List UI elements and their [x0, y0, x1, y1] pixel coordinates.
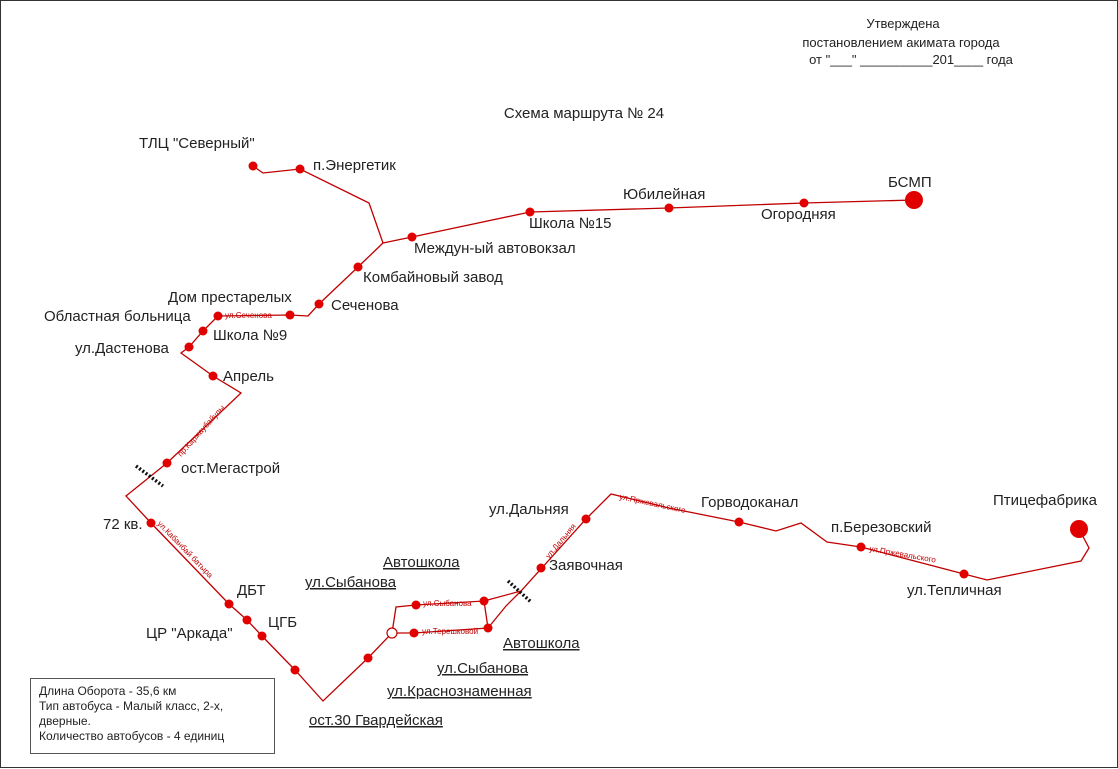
street-label-tereshkovoy: ул.Терешковой [422, 627, 478, 636]
stop-label-tlc: ТЛЦ "Северный" [139, 135, 255, 152]
street-label-przhevalskogo-2: ул.Пржевальского [869, 544, 937, 565]
stop-marker [213, 311, 223, 321]
stop-marker [224, 599, 234, 609]
stop-marker [409, 628, 419, 638]
stop-label-avtovokzal: Междун-ый автовокзал [414, 240, 576, 257]
stop-label-sybanova-1: ул.Сыбанова [305, 574, 397, 591]
stop-marker [184, 342, 194, 352]
stop-markers [146, 161, 1088, 675]
stop-label-oblastnaya: Областная больница [44, 308, 191, 325]
stop-label-arkada: ЦР "Аркада" [146, 625, 233, 642]
stop-label-megastroy: ост.Мегастрой [181, 460, 280, 477]
stop-label-ptitsefabrika: Птицефабрика [993, 492, 1098, 509]
stop-marker [363, 653, 373, 663]
stop-marker [525, 207, 535, 217]
stop-label-sechenova: Сеченова [331, 297, 399, 314]
stop-label-bsmp: БСМП [888, 174, 932, 191]
route-to-dalnyaya [487, 493, 1090, 629]
stop-label-energetik: п.Энергетик [313, 157, 396, 174]
stop-label-teplichnaya: ул.Тепличная [907, 582, 1002, 599]
stop-marker [407, 232, 417, 242]
stop-marker [208, 371, 218, 381]
street-label-dalnyaya: ул.Дальняя [544, 522, 578, 560]
stop-label-shkola9: Школа №9 [213, 327, 287, 344]
bus-type-line-1: Тип автобуса - Малый класс, 2-х, [39, 699, 224, 713]
bus-type-line-2: дверные. [39, 714, 91, 728]
stop-marker [242, 615, 252, 625]
approval-line-1: Утверждена [866, 16, 940, 31]
route-info-box: Длина Оборота - 35,6 км Тип автобуса - М… [30, 678, 275, 754]
stop-label-shkola15: Школа №15 [529, 215, 612, 232]
stop-label-gvardeyskaya: ост.30 Гвардейская [309, 712, 443, 729]
railway-crossing-icon [134, 464, 165, 488]
stop-marker [581, 514, 591, 524]
street-label-sechenova: ул.Сеченова [225, 311, 272, 320]
route-north-branch [252, 165, 384, 244]
stop-marker [295, 164, 305, 174]
stop-label-dom-prestarelyh: Дом престарелых [168, 289, 292, 306]
stop-marker [198, 326, 208, 336]
bus-count: Количество автобусов - 4 единиц [39, 729, 225, 743]
route-link [483, 590, 522, 602]
stop-label-dbt: ДБТ [237, 582, 266, 599]
terminal-marker [905, 191, 923, 209]
stop-marker [162, 458, 172, 468]
street-label-karzhaubaiuly: пр.Каржаубайулы [176, 403, 227, 458]
railway-crossing-icon [506, 579, 533, 604]
stop-marker [248, 161, 258, 171]
stop-marker [257, 631, 267, 641]
stop-marker [959, 569, 969, 579]
approval-line-3: от "___" __________201____ года [809, 52, 1014, 67]
stop-marker [799, 198, 809, 208]
stop-label-avtoshkola-1: Автошкола [383, 554, 460, 571]
stop-marker [314, 299, 324, 309]
stop-marker [856, 542, 866, 552]
street-label-kabanbay: ул.Кабанбай батыра [156, 519, 215, 580]
stop-marker [411, 600, 421, 610]
stop-marker [353, 262, 363, 272]
stop-label-kombaynoviy: Комбайновый завод [363, 269, 503, 286]
stop-label-berezovskiy: п.Березовский [831, 519, 932, 536]
stop-label-72kv: 72 кв. [103, 516, 143, 533]
stop-marker [483, 623, 493, 633]
terminal-marker [1070, 520, 1088, 538]
stop-marker [479, 596, 489, 606]
stop-label-gorvodokanal: Горводоканал [701, 494, 798, 511]
route-length: Длина Оборота - 35,6 км [39, 684, 177, 698]
scheme-title: Схема маршрута № 24 [504, 105, 664, 122]
stop-marker [146, 518, 156, 528]
stop-label-ogorodnyaya: Огородняя [761, 206, 836, 223]
street-label-przhevalskogo-1: ул.Пржевальского [619, 492, 687, 515]
route-main-south [125, 242, 393, 702]
stop-marker [285, 310, 295, 320]
stop-label-dastenova: ул.Дастенова [75, 340, 170, 357]
stop-label-zayavochnaya: Заявочная [549, 557, 623, 574]
stop-labels: ТЛЦ "Северный" п.Энергетик Междун-ый авт… [44, 135, 1098, 729]
roundabout-icon [386, 627, 398, 639]
stop-label-yubileynaya: Юбилейная [623, 186, 705, 203]
street-label-sybanova: ул.Сыбанова [423, 599, 472, 608]
stop-marker [536, 563, 546, 573]
stop-marker [290, 665, 300, 675]
route-east-branch [382, 199, 915, 244]
approval-line-2: постановлением акимата города [802, 35, 1000, 50]
stop-label-sybanova-2: ул.Сыбанова [437, 660, 529, 677]
stop-label-aprel: Апрель [223, 368, 274, 385]
stop-label-cgb: ЦГБ [268, 614, 297, 631]
stop-label-krasnoznamennaya: ул.Краснознаменная [387, 683, 532, 700]
stop-label-avtoshkola-2: Автошкола [503, 635, 580, 652]
stop-marker [664, 203, 674, 213]
stop-label-dalnyaya: ул.Дальняя [489, 501, 569, 518]
stop-marker [734, 517, 744, 527]
route-lines [125, 165, 1090, 702]
